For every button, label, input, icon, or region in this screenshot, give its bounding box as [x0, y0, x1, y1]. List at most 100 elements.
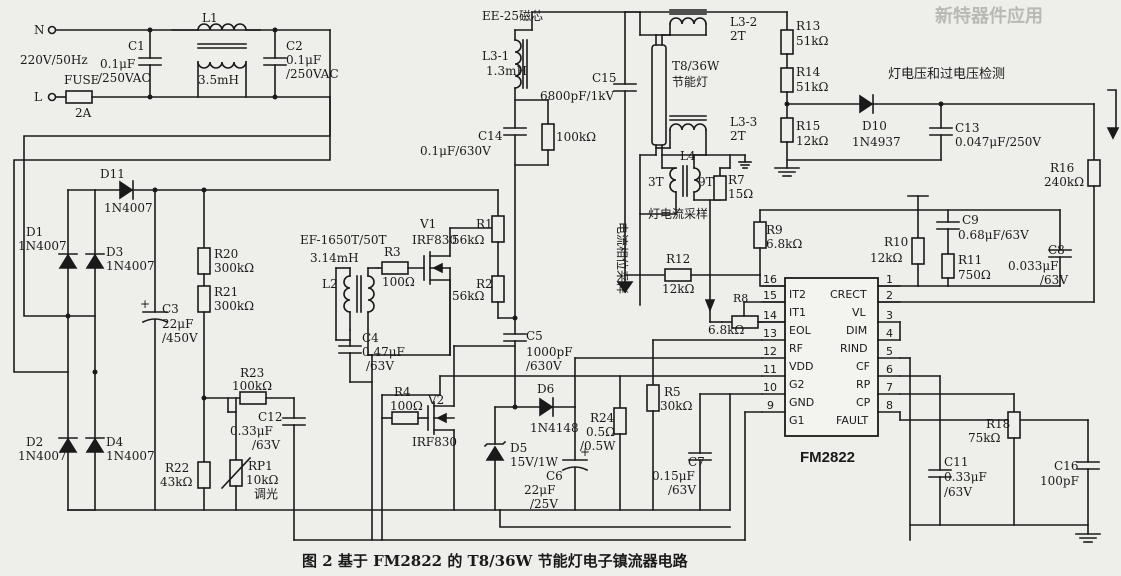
label-fuse-value: 2A [75, 106, 92, 120]
c5-label: C5 [526, 329, 543, 343]
left-pin-3: 14 EOL [761, 309, 812, 337]
r7-label: R7 [728, 173, 745, 187]
c1-label: C1 [128, 39, 145, 53]
c11-rating: /63V [944, 485, 972, 499]
r2-value: 56kΩ [452, 289, 485, 303]
c15-label: C15 [592, 71, 616, 85]
pin-9-label: G1 [789, 414, 805, 427]
r2-label: R2 [476, 277, 493, 291]
r24-resistor [613, 407, 627, 435]
left-pin-8: 9 G1 [761, 399, 805, 427]
voltage-detection: R13 51kΩ R14 51kΩ R15 12kΩ 灯电压和过电压检测 [624, 11, 1005, 177]
r16-label: R16 [1050, 161, 1074, 175]
d3-value: 1N4007 [106, 259, 155, 273]
pin-14-num: 14 [763, 309, 777, 322]
left-pin-2: 15 IT1 [761, 289, 806, 319]
d4-label: D4 [106, 435, 124, 449]
r23-resistor [239, 391, 267, 405]
l1-choke: L1 3.5mH [171, 11, 261, 98]
r24-label: R24 [590, 411, 615, 425]
l33-label: L3-3 [730, 115, 757, 129]
c7-value: 0.15μF [652, 469, 695, 483]
d6-label: D6 [537, 382, 554, 396]
c5-value: 1000pF [526, 345, 573, 359]
c14-value: 0.1μF/630V [420, 144, 491, 158]
v2-label: V2 [427, 393, 444, 407]
label-supply: 220V/50Hz [20, 53, 88, 67]
l4-secondary: 9T [698, 175, 714, 189]
c3-value: 22μF [162, 317, 193, 331]
right-pin-7: 7 CP [856, 381, 901, 409]
c8-label: C8 [1048, 243, 1065, 257]
pin-1-label: CRECT [830, 288, 867, 301]
fm2822-chip: FM2822 16 IT2 15 IT1 14 EOL 13 RF 12 VDD [761, 273, 901, 466]
r21-value: 300kΩ [214, 299, 254, 313]
r24-value: 0.5Ω [586, 425, 615, 439]
c16-label: C16 [1054, 459, 1078, 473]
label-l: L [34, 90, 42, 104]
r3-value: 100Ω [382, 275, 415, 289]
fm2822-body [784, 277, 879, 437]
dimming-network: R23 100kΩ C12 0.33μF /63V R22 43kΩ RP1 1… [160, 366, 746, 541]
r20-value: 300kΩ [214, 261, 254, 275]
c2-label: C2 [286, 39, 303, 53]
r5-resistor [646, 384, 660, 412]
phase-sample: 电流相位采样 [615, 222, 630, 294]
c12-label: C12 [258, 410, 282, 424]
c9-value: 0.68μF/63V [958, 228, 1029, 242]
fuse [65, 90, 93, 104]
r12-value: 12kΩ [662, 282, 695, 296]
v1-value: IRF830 [412, 233, 457, 247]
r10-c9-c8-network: R10 12kΩ C9 0.68μF/63V R11 750Ω C8 0.033… [870, 209, 1072, 287]
r14-resistor [780, 67, 794, 93]
c5-rating: /630V [526, 359, 562, 373]
pin-8-num: 8 [886, 399, 893, 412]
right-pin-4: 4 RIND [840, 327, 901, 355]
r18-value: 75kΩ [968, 431, 1001, 445]
r24-rating: /0.5W [580, 439, 616, 453]
c6-label: C6 [546, 469, 563, 483]
r21-label: R21 [214, 285, 238, 299]
pin-12-num: 12 [763, 345, 777, 358]
c4-label: C4 [362, 331, 379, 345]
c15-value: 6800pF/1kV [540, 89, 614, 103]
d10-label: D10 [862, 119, 887, 133]
v1-label: V1 [419, 217, 436, 231]
c3-rating: /450V [162, 331, 198, 345]
r16-value: 240kΩ [1044, 175, 1084, 189]
c1-capacitor: C1 0.1μF /250VAC [98, 27, 162, 100]
pin-1-num: 1 [886, 273, 893, 286]
l1-label: L1 [202, 11, 218, 25]
left-pin-4: 13 RF [761, 327, 803, 355]
l31-label: L3-1 [482, 49, 509, 63]
pin-7-label: CP [856, 396, 871, 409]
pin-10-num: 10 [763, 381, 777, 394]
r15-resistor [780, 117, 794, 143]
pin-7-num: 7 [886, 381, 893, 394]
rp1-dim-label: 调光 [254, 487, 278, 501]
d5-label: D5 [510, 441, 527, 455]
r10-label: R10 [884, 235, 908, 249]
d4-value: 1N4007 [106, 449, 155, 463]
c8-value: 0.033μF [1008, 259, 1058, 273]
l2-label: L2 [322, 277, 338, 291]
left-pin-1: 16 IT2 [761, 273, 806, 301]
ac-input: N L 220V/50Hz FUSE 2A [20, 23, 331, 120]
lamp-name: 节能灯 [672, 75, 708, 89]
r22-resistor [197, 461, 211, 489]
r10-resistor [911, 237, 925, 265]
c3-label: C3 [162, 302, 179, 316]
l4-sense-transformer: L4 3T 9T R7 15Ω 灯电流采样 电流相位采样 [615, 149, 753, 323]
r1-r2-string: R1 56kΩ R2 56kΩ [452, 189, 505, 319]
resonant-tank: EE-25磁芯 L3-1 1.3mH C14 0.1μF/630V 100kΩ [420, 8, 626, 319]
right-pin-1: 1 CRECT [830, 273, 901, 301]
rp1-label: RP1 [248, 459, 273, 473]
c6-value: 22μF [524, 483, 555, 497]
bridge-rectifier: D1 1N4007 D3 1N4007 D2 1N4007 D4 1N4007 [18, 189, 155, 511]
label-fuse: FUSE [64, 73, 99, 87]
l2-gate-transformer: EF-1650T/50T 3.14mH L2 [300, 233, 386, 541]
r13-label: R13 [796, 19, 820, 33]
r-100k-value: 100kΩ [556, 130, 596, 144]
r9-label: R9 [766, 223, 783, 237]
r16-resistor [1087, 159, 1101, 187]
